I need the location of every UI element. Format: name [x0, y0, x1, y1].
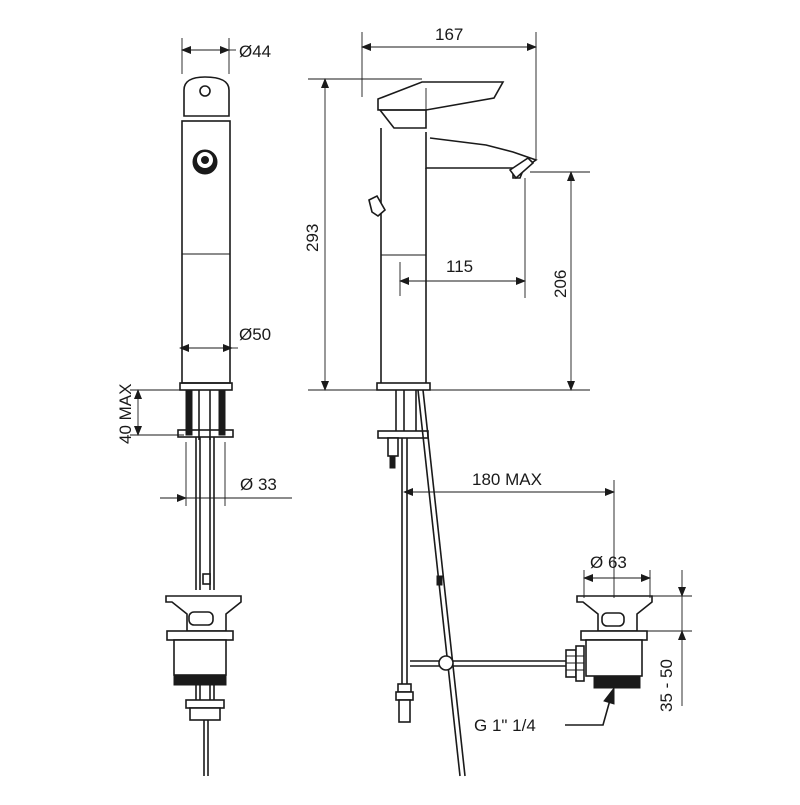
front-view: G 1" 1/4 167 293 115 206 180 MAX Ø 63 [303, 25, 692, 777]
front-shank-fitting [387, 437, 399, 457]
dim-side-shank-diameter: Ø 33 [240, 475, 277, 494]
front-mount-nut [377, 430, 429, 439]
front-waste-body [585, 639, 643, 677]
dim-waste-thread: G 1" 1/4 [474, 716, 536, 735]
front-pivot-housing [565, 649, 577, 678]
front-popup-knob [368, 194, 387, 218]
thread-leader-line [565, 699, 611, 726]
side-shank-thread-right [218, 389, 226, 436]
side-shank-thread-left [185, 389, 193, 436]
dim-front-rod-reach: 180 MAX [472, 470, 542, 489]
dim-front-spout-height: 206 [551, 270, 570, 298]
front-lever [377, 81, 505, 111]
side-waste-body [173, 639, 227, 676]
dim-waste-range: 35 - 50 [657, 659, 676, 712]
front-waste-nut [580, 630, 648, 641]
front-aerator [508, 156, 535, 180]
dim-side-top-diameter: Ø44 [239, 42, 271, 61]
side-waste-nut [166, 630, 234, 641]
side-hose-nut [189, 707, 221, 721]
front-base [376, 382, 431, 391]
side-hose-connector [185, 699, 225, 709]
front-waste-plug [601, 612, 625, 627]
side-waste-thread [173, 674, 227, 686]
side-rod-clip [202, 573, 211, 585]
side-base [179, 382, 233, 391]
dim-front-reach: 115 [446, 257, 473, 276]
dim-side-mount-max: 40 MAX [116, 384, 135, 444]
side-lever-hole [199, 85, 211, 97]
front-hose-nut [398, 699, 411, 723]
front-waste-thread [593, 675, 641, 689]
side-waste-plug [188, 611, 214, 626]
front-pivot-ball [438, 655, 454, 671]
side-mount-nut [177, 429, 234, 438]
dim-front-height: 293 [303, 224, 322, 252]
dim-front-width: 167 [435, 25, 463, 44]
side-view: Ø44 Ø50 40 MAX Ø 33 [116, 38, 292, 776]
dim-side-base-diameter: Ø50 [239, 325, 271, 344]
front-collar [378, 109, 427, 129]
side-lever-cap [183, 76, 230, 117]
dim-waste-diameter: Ø 63 [590, 553, 627, 572]
